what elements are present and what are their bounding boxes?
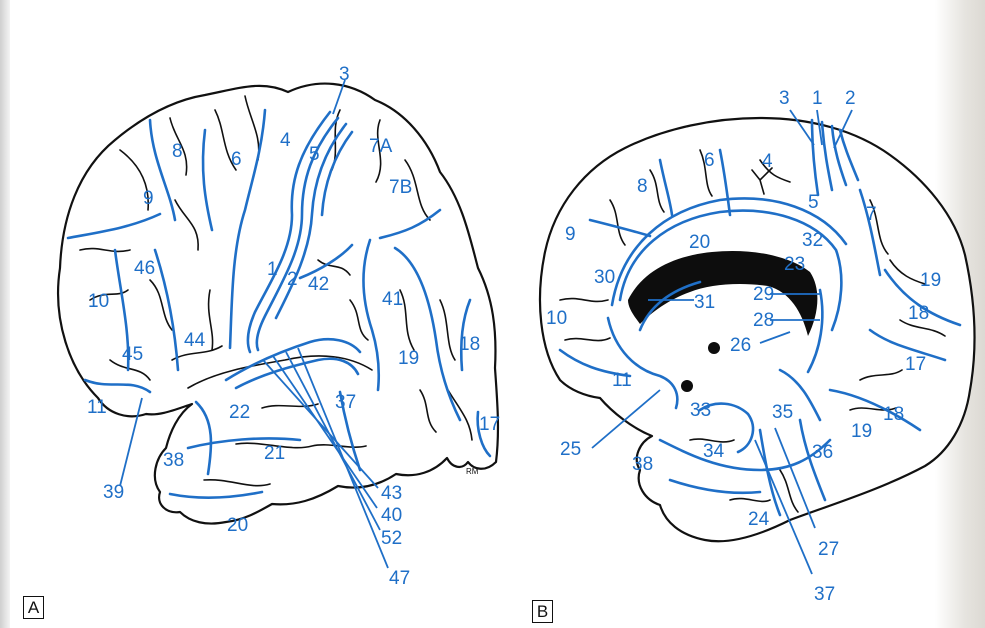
- lateral-area-label: 5: [309, 144, 320, 165]
- medial-area-label: 3: [779, 88, 790, 109]
- panel-b-tag: B: [532, 600, 553, 623]
- medial-area-label: 2: [845, 88, 856, 109]
- lateral-area-label: 45: [122, 344, 143, 365]
- lateral-area-label: 10: [88, 291, 109, 312]
- medial-area-label: 33: [690, 400, 711, 421]
- lateral-area-label: 11: [87, 397, 107, 418]
- interventricular-foramen: [708, 342, 720, 354]
- medial-area-label: 19: [920, 270, 941, 291]
- medial-area-label: 1: [812, 88, 823, 109]
- lateral-area-label: 21: [264, 443, 285, 464]
- lateral-area-label: 2: [287, 269, 298, 290]
- lateral-area-label: 18: [459, 334, 480, 355]
- medial-area-label: 11: [612, 370, 632, 391]
- medial-area-label: 5: [808, 192, 819, 213]
- lateral-area-label: 37: [335, 392, 356, 413]
- lateral-area-label: 3: [339, 64, 350, 85]
- medial-area-label: 36: [812, 442, 833, 463]
- medial-area-label: 28: [753, 310, 774, 331]
- medial-view-drawing: 3 1 2 4 6 8 5 7 9 20 32 30 23 29 31 28 2…: [540, 88, 975, 605]
- lateral-area-label: 8: [172, 141, 183, 162]
- lateral-area-label: 4: [280, 130, 291, 151]
- lateral-area-label: 17: [479, 414, 500, 435]
- lateral-area-label: 42: [308, 274, 329, 295]
- medial-area-label: 38: [632, 454, 653, 475]
- medial-area-label: 10: [546, 308, 567, 329]
- medial-area-label: 9: [565, 224, 576, 245]
- medial-area-label: 31: [694, 292, 715, 313]
- medial-area-label: 20: [689, 232, 710, 253]
- lateral-area-label: 7A: [369, 136, 393, 157]
- medial-area-label: 35: [772, 402, 793, 423]
- lateral-area-label: 38: [163, 450, 184, 471]
- panel-a-tag: A: [23, 596, 44, 619]
- artist-mark: RM: [466, 467, 479, 476]
- lateral-area-label: 44: [184, 330, 206, 351]
- medial-area-label: 7: [866, 204, 877, 225]
- medial-area-label: 29: [753, 284, 774, 305]
- medial-area-label: 18: [908, 303, 929, 324]
- lateral-view-drawing: 3 4 5 6 7A 7B 8 9 10 11 46 44 45 1 2 42 …: [58, 64, 500, 589]
- medial-area-label: 4: [762, 151, 773, 172]
- lateral-area-label: 52: [381, 528, 402, 549]
- lateral-area-label: 6: [231, 149, 242, 170]
- medial-area-label: 24: [748, 509, 770, 530]
- lateral-area-label: 19: [398, 348, 419, 369]
- medial-area-label: 25: [560, 439, 581, 460]
- lateral-area-label: 1: [267, 259, 278, 280]
- medial-area-label: 23: [784, 254, 805, 275]
- lateral-area-label: 20: [227, 515, 248, 536]
- lateral-area-label: 46: [134, 258, 155, 279]
- lateral-area-label: 47: [389, 568, 410, 589]
- lateral-area-label: 9: [143, 188, 154, 209]
- medial-area-label: 6: [704, 150, 715, 171]
- lateral-area-label: 7B: [389, 177, 412, 198]
- lateral-area-label: 39: [103, 482, 124, 503]
- lateral-area-label: 22: [229, 402, 250, 423]
- medial-area-label: 19: [851, 421, 872, 442]
- medial-area-label: 30: [594, 267, 615, 288]
- medial-area-label: 27: [818, 539, 839, 560]
- medial-area-label: 37: [814, 584, 835, 605]
- medial-area-label: 17: [905, 354, 926, 375]
- lateral-area-label: 41: [382, 289, 403, 310]
- anterior-commissure: [681, 380, 693, 392]
- lateral-area-label: 40: [381, 505, 402, 526]
- medial-area-label: 18: [883, 404, 904, 425]
- medial-area-label: 8: [637, 176, 648, 197]
- medial-area-label: 34: [703, 441, 725, 462]
- lateral-area-label: 43: [381, 483, 402, 504]
- medial-area-label: 26: [730, 335, 751, 356]
- medial-area-label: 32: [802, 230, 823, 251]
